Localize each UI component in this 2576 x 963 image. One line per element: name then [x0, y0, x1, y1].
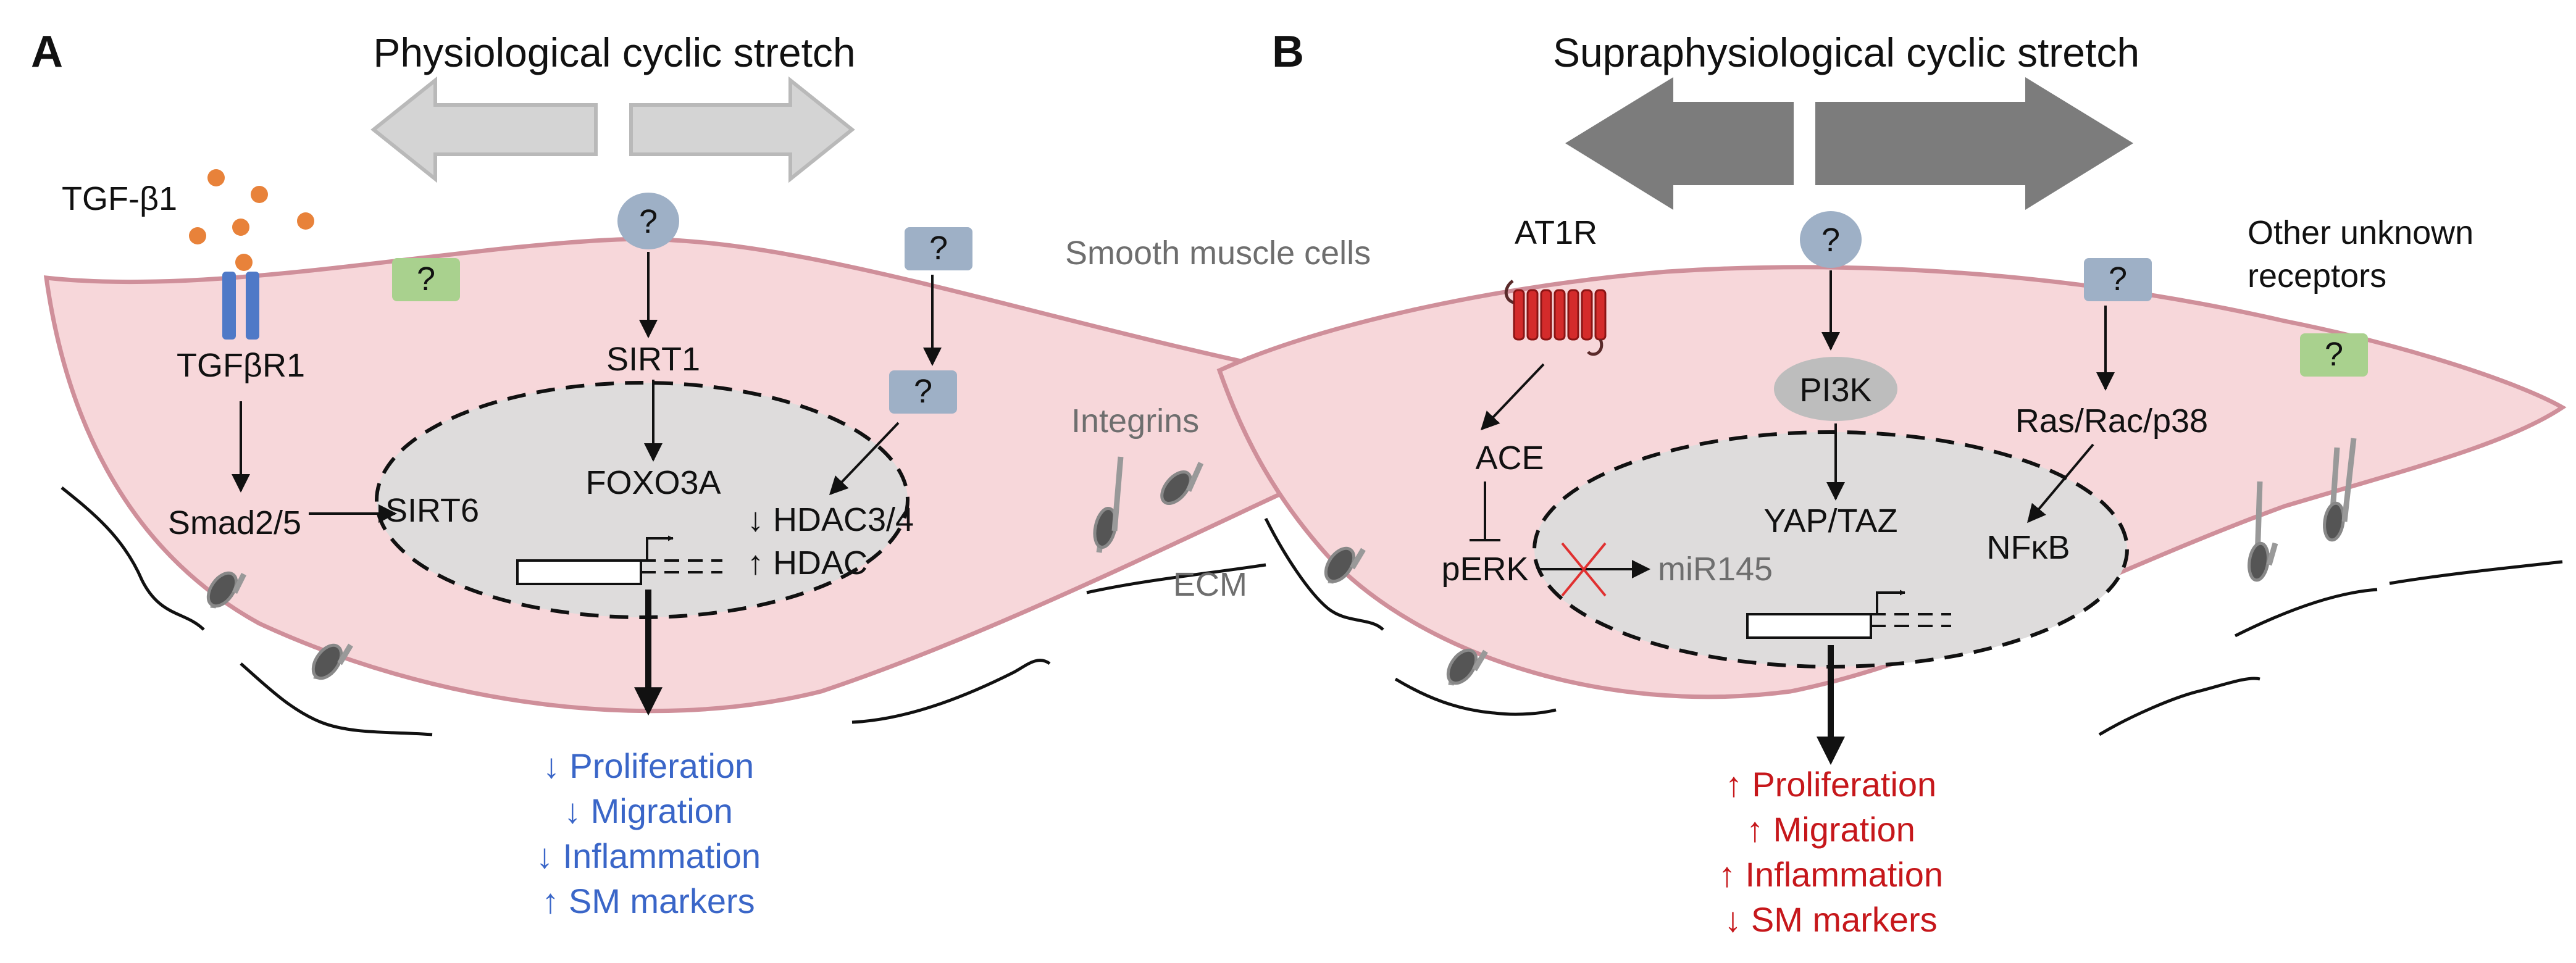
- smooth-muscle-cells-label: Smooth muscle cells: [1065, 235, 1371, 272]
- stretch-arrows-physiological: [370, 76, 855, 183]
- unknown-receptor-circle-a: ?: [617, 193, 679, 249]
- gene-reporter-b: [1746, 590, 1951, 639]
- integrins-a: [206, 456, 1204, 680]
- mir145-label: miR145: [1658, 551, 1773, 588]
- nucleus-a: [375, 381, 910, 619]
- stretch-arrow-right: [629, 76, 855, 183]
- signaling-arrows-b: [1480, 270, 2115, 578]
- pi3k-node: PI3K: [1774, 357, 1897, 421]
- svg-text:?: ?: [639, 203, 658, 240]
- nfkb-label: NFκB: [1987, 529, 2070, 566]
- hdac34-label: ↓ HDAC3/4: [747, 501, 914, 538]
- unknown-receptor-green-b: ?: [2300, 333, 2368, 377]
- sirt6-label: SIRT6: [385, 492, 479, 529]
- gene-reporter-a: [516, 535, 722, 585]
- yaptaz-label: YAP/TAZ: [1763, 502, 1897, 540]
- integrin-icon: [1093, 456, 1124, 553]
- ras-rac-p38-label: Ras/Rac/p38: [2015, 402, 2208, 440]
- ecm-label: ECM: [1173, 566, 1247, 603]
- stretch-arrow-left: [1565, 77, 1794, 210]
- integrin-icon: [1446, 648, 1488, 686]
- outcomes-b: ↑ Proliferation ↑ Migration ↑ Inflammati…: [1718, 765, 1943, 939]
- integrin-icon: [1324, 546, 1366, 584]
- tgfb1-label: TGF-β1: [62, 180, 177, 217]
- smad25-label: Smad2/5: [168, 504, 301, 541]
- outcome-a-1: ↓ Proliferation: [543, 746, 754, 785]
- unknown-intermediate-square-a: ?: [889, 370, 957, 414]
- svg-text:?: ?: [929, 230, 948, 267]
- integrin-icon: [2248, 481, 2278, 582]
- integrin-icon: [1160, 462, 1204, 505]
- panel-b-letter: B: [1272, 27, 1304, 77]
- unknown-receptor-square-b: ?: [2084, 258, 2152, 301]
- stretch-arrow-left: [370, 76, 598, 183]
- integrins-b: [1324, 438, 2357, 686]
- ecm-fibers-b: [1264, 517, 2563, 736]
- panel-a-title: Physiological cyclic stretch: [373, 30, 855, 75]
- integrin-icon: [2323, 438, 2357, 542]
- outcome-a-2: ↓ Migration: [564, 791, 733, 830]
- unknown-receptor-circle-b: ?: [1800, 211, 1862, 268]
- hdac-label: ↑ HDAC: [747, 544, 868, 582]
- other-receptors-label-1: Other unknown: [2248, 214, 2474, 251]
- stretch-arrow-right: [1815, 77, 2133, 210]
- outcome-a-3: ↓ Inflammation: [536, 836, 761, 875]
- outcomes-a: ↓ Proliferation ↓ Migration ↓ Inflammati…: [536, 746, 761, 920]
- ecm-fibers-a: [61, 486, 1266, 736]
- block-cross-icon: [1561, 542, 1607, 597]
- svg-text:?: ?: [2325, 336, 2343, 373]
- integrin-icon: [206, 571, 247, 609]
- integrin-icon: [311, 643, 353, 680]
- ace-label: ACE: [1475, 440, 1544, 477]
- tgfb1-ligand-dots: [189, 169, 314, 271]
- perk-label: pERK: [1441, 551, 1528, 588]
- panel-a: A Physiological cyclic stretch: [31, 27, 1400, 920]
- tgfbr1-label: TGFβR1: [177, 347, 305, 384]
- outcome-b-4: ↓ SM markers: [1724, 900, 1937, 939]
- outcome-b-3: ↑ Inflammation: [1718, 855, 1943, 894]
- svg-text:?: ?: [417, 261, 435, 298]
- other-receptors-label-2: receptors: [2248, 257, 2386, 294]
- svg-text:?: ?: [914, 373, 932, 410]
- svg-text:?: ?: [2109, 261, 2127, 298]
- panel-b: B Supraphysiological cyclic stretch: [1216, 27, 2567, 939]
- outcome-a-4: ↑ SM markers: [542, 882, 755, 920]
- unknown-receptor-green-a: ?: [392, 258, 460, 301]
- svg-text:PI3K: PI3K: [1799, 372, 1871, 409]
- outcome-b-2: ↑ Migration: [1746, 810, 1915, 849]
- inhibition-ace-perk: [1470, 482, 1500, 541]
- stretch-arrows-supraphysiological: [1565, 77, 2133, 210]
- svg-text:?: ?: [1821, 222, 1840, 259]
- integrins-label: Integrins: [1071, 402, 1199, 440]
- at1r-label: AT1R: [1515, 214, 1597, 251]
- foxo3a-label: FOXO3A: [585, 464, 721, 501]
- panel-b-title: Supraphysiological cyclic stretch: [1553, 30, 2139, 75]
- at1r-receptor-icon: [1504, 280, 1607, 356]
- sirt1-label: SIRT1: [606, 341, 700, 378]
- panel-a-letter: A: [31, 27, 63, 77]
- tgfbr1-receptor-icon: [222, 272, 259, 340]
- unknown-receptor-square-a: ?: [905, 227, 972, 270]
- signaling-arrows-a: [232, 252, 942, 523]
- outcome-b-1: ↑ Proliferation: [1725, 765, 1936, 804]
